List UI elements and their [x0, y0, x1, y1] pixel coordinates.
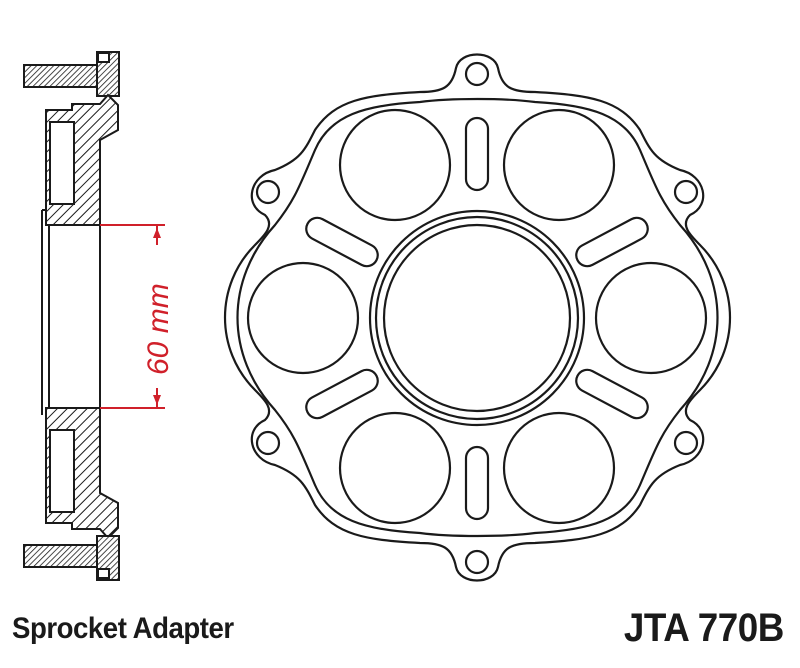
bolt-hole-lower-left — [255, 430, 281, 456]
side-section-view — [23, 51, 120, 581]
slot-upper-left — [305, 216, 379, 268]
dimension-label: 60 mm — [142, 283, 175, 375]
slot-top — [464, 116, 490, 192]
part-number: JTA 770B — [624, 606, 784, 650]
bolt-hole-upper-right — [673, 179, 699, 205]
slot-lower-right — [575, 368, 649, 420]
large-hole-top-right — [502, 108, 616, 222]
center-ring-outer — [368, 209, 586, 427]
inner-rim — [236, 97, 719, 538]
large-hole-right — [594, 261, 708, 375]
bolt-hole-lower-right — [673, 430, 699, 456]
large-hole-top-left — [338, 108, 452, 222]
product-name: Sprocket Adapter — [12, 612, 234, 645]
outer-contour — [223, 53, 732, 582]
front-view — [223, 53, 732, 582]
slot-bottom — [464, 445, 490, 521]
bolt-hole-bottom — [464, 549, 490, 575]
dimension-60mm — [100, 224, 165, 409]
bolt-hole-upper-left — [255, 179, 281, 205]
bolt-hole-top — [464, 61, 490, 87]
large-hole-bottom-right — [502, 411, 616, 525]
large-hole-left — [246, 261, 360, 375]
center-ring-mid — [374, 215, 580, 421]
large-hole-bottom-left — [338, 411, 452, 525]
center-bore — [382, 223, 572, 413]
slot-upper-right — [575, 216, 649, 268]
slot-lower-left — [305, 368, 379, 420]
